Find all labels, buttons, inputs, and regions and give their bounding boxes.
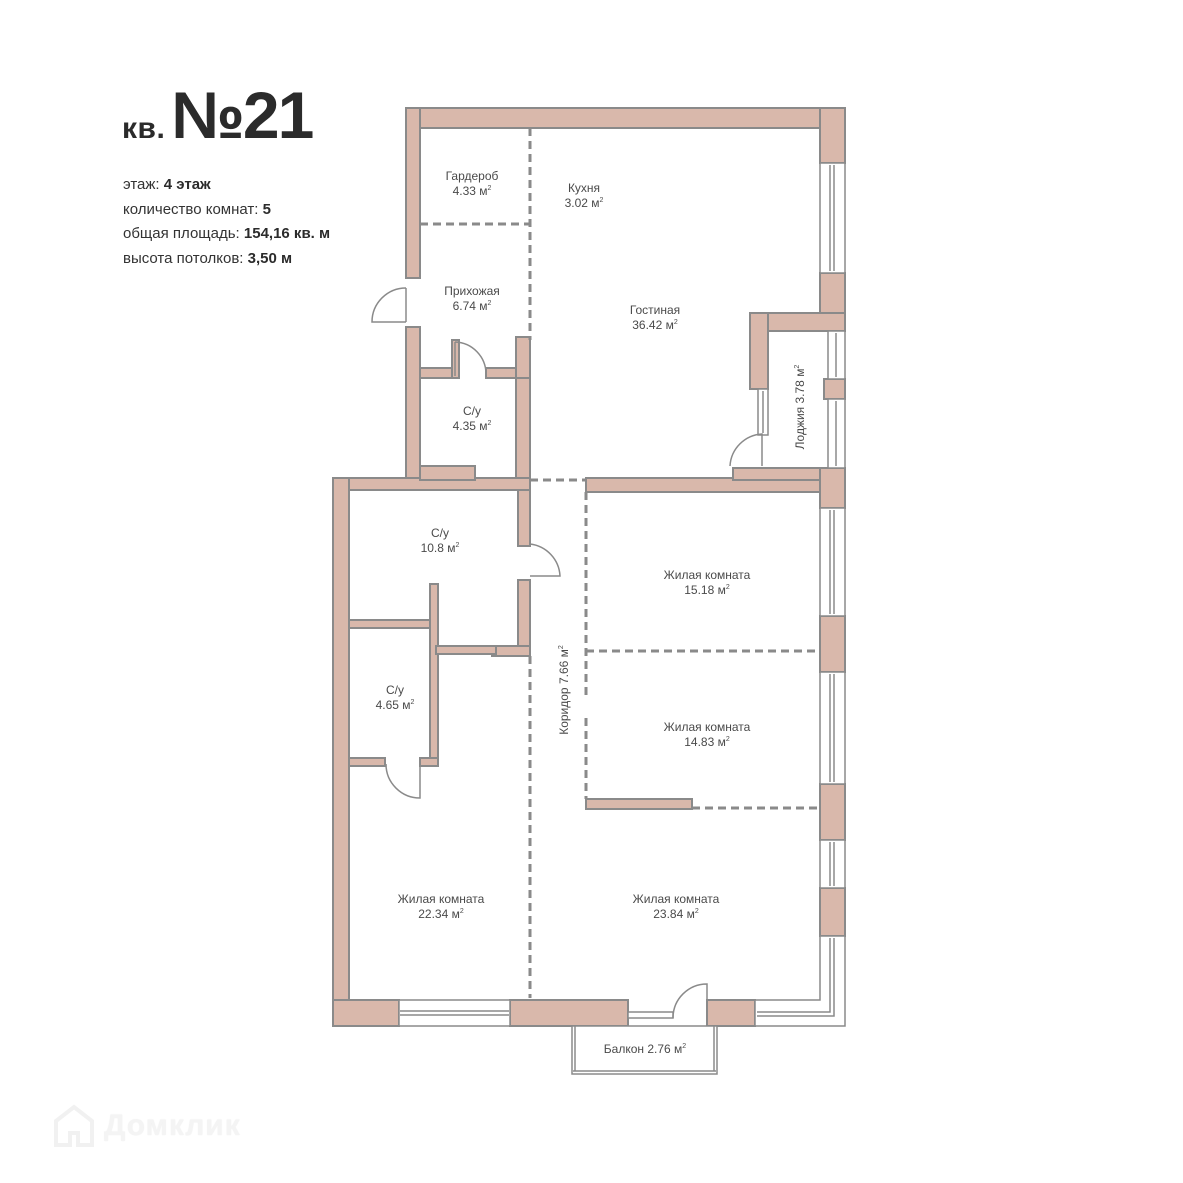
room-bath2-name: С/у	[431, 526, 449, 540]
domclick-watermark: Домклик	[52, 1103, 241, 1149]
room-bedroom2-name: Жилая комната	[664, 720, 751, 734]
windows	[398, 162, 846, 1027]
room-bedroom4-area: 23.84 м2	[653, 907, 699, 921]
apartment-specs: этаж: 4 этаж количество комнат: 5 общая …	[123, 173, 330, 271]
room-bedroom1-name: Жилая комната	[664, 568, 751, 582]
room-bedroom4-name: Жилая комната	[633, 892, 720, 906]
bath1-door-icon	[454, 341, 487, 376]
room-bath1-area: 4.35 м2	[453, 419, 492, 433]
apartment-prefix: кв.	[122, 112, 166, 145]
loggia-door-icon	[729, 433, 763, 467]
room-bath1-name: С/у	[463, 404, 481, 418]
spec-total-area: общая площадь: 154,16 кв. м	[123, 225, 331, 242]
walls	[332, 107, 846, 1027]
watermark-text: Домклик	[104, 1109, 241, 1142]
room-hallway-name: Прихожая	[444, 284, 500, 298]
balcony-outline	[571, 1025, 718, 1075]
apartment-title: кв. №21	[122, 78, 314, 152]
room-living-area: 36.42 м2	[632, 318, 678, 332]
zone-dividers	[420, 128, 818, 998]
room-balcony-name: Балкон 2.76 м2	[604, 1042, 687, 1056]
house-logo-icon	[54, 1104, 94, 1147]
room-bedroom3-name: Жилая комната	[398, 892, 485, 906]
doors	[371, 287, 763, 1019]
room-bedroom3-area: 22.34 м2	[418, 907, 464, 921]
room-kitchen-name: Кухня	[568, 181, 600, 195]
apartment-number: №21	[171, 78, 314, 152]
bath2-door-icon	[529, 543, 561, 577]
room-hallway-area: 6.74 м2	[453, 299, 492, 313]
room-bath3-name: С/у	[386, 683, 404, 697]
balcony-door-icon	[672, 983, 708, 1019]
room-loggia-name: Лоджия 3.78 м2	[793, 365, 807, 450]
room-bedroom1-area: 15.18 м2	[684, 583, 730, 597]
room-bedroom2-area: 14.83 м2	[684, 735, 730, 749]
room-garderob-name: Гардероб	[446, 169, 499, 183]
spec-ceiling-height: высота потолков: 3,50 м	[123, 249, 293, 267]
room-kitchen-area: 3.02 м2	[565, 196, 604, 210]
room-corridor-name: Коридор 7.66 м2	[557, 645, 571, 735]
room-bath3-area: 4.65 м2	[376, 698, 415, 712]
bath3-door-icon	[385, 763, 421, 799]
room-bath2-area: 10.8 м2	[421, 541, 460, 555]
room-living-name: Гостиная	[630, 303, 680, 317]
room-garderob-area: 4.33 м2	[453, 184, 492, 198]
entrance-door-icon	[371, 287, 407, 323]
spec-rooms: количество комнат: 5	[123, 200, 271, 218]
spec-floor: этаж: 4 этаж	[123, 176, 211, 193]
room-labels: Гардероб 4.33 м2 Кухня 3.02 м2 Прихожая …	[376, 169, 807, 1056]
